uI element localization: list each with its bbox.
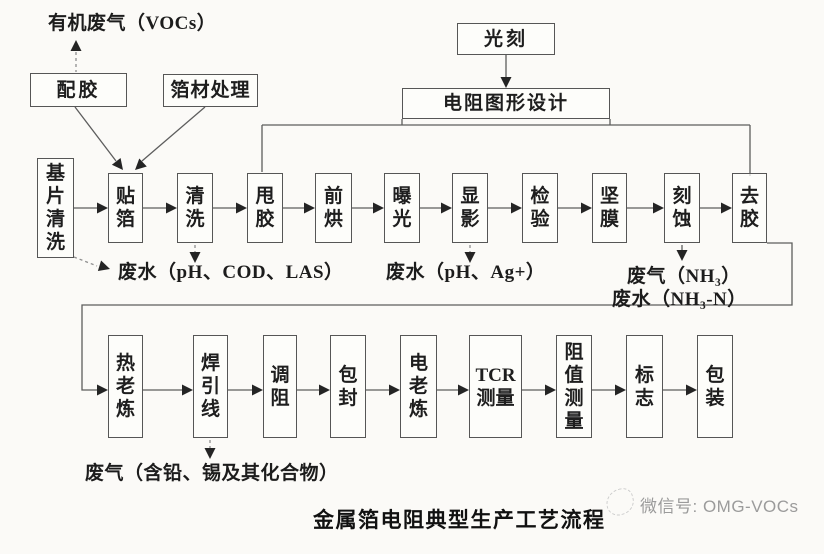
box-develop: 显影 xyxy=(452,173,488,243)
water-nh3n-label: 废水（NH₃-N） xyxy=(612,289,747,310)
watermark-text: 微信号: OMG-VOCs xyxy=(640,497,799,516)
box-glue-prep: 配胶 xyxy=(30,73,127,107)
box-attach-foil: 贴箔 xyxy=(108,173,143,243)
diagram-caption: 金属箔电阻典型生产工艺流程 xyxy=(313,508,606,532)
box-prebake: 前烘 xyxy=(315,173,352,243)
voc-emission-label: 有机废气（VOCs） xyxy=(48,13,217,34)
box-package: 包装 xyxy=(697,335,733,438)
box-strip-resist: 去胶 xyxy=(732,173,767,243)
box-mark: 标志 xyxy=(626,335,663,438)
weld-leads-emission-arrow xyxy=(204,440,216,459)
gas-lead-tin-label: 废气（含铅、锡及其化合物） xyxy=(85,463,339,484)
box-etch: 刻蚀 xyxy=(664,173,700,243)
voc-emission-arrow xyxy=(70,40,82,72)
box-electrical-burn-in: 电老炼 xyxy=(400,335,437,438)
box-resistance-measure: 阻值测量 xyxy=(556,335,592,438)
glue-prep-to-attach-foil-arrow xyxy=(74,106,123,170)
box-pattern-design: 电阻图形设计 xyxy=(402,88,610,119)
box-foil-treatment: 箔材处理 xyxy=(163,74,258,107)
lithography-to-design-arrow xyxy=(500,55,512,88)
box-expose: 曝光 xyxy=(384,173,420,243)
box-tcr-measure: TCR测量 xyxy=(469,335,522,438)
develop-wastewater-arrow xyxy=(464,245,476,263)
box-lithography: 光刻 xyxy=(457,23,555,55)
wastewater-develop-label: 废水（pH、Ag+） xyxy=(386,262,546,283)
row1-process-arrows xyxy=(73,202,732,214)
design-distribution-lines xyxy=(261,119,751,176)
box-substrate-clean: 基片清洗 xyxy=(37,158,74,258)
box-weld-leads: 焊引线 xyxy=(193,335,228,438)
clean-wastewater-arrow xyxy=(189,245,201,263)
wastewater-clean-label: 废水（pH、COD、LAS） xyxy=(118,262,344,283)
box-clean: 清洗 xyxy=(177,173,213,243)
substrate-clean-wastewater-arrow xyxy=(73,256,110,272)
box-hard-bake: 坚膜 xyxy=(592,173,627,243)
row2-process-arrows xyxy=(143,384,697,396)
etch-emission-arrow xyxy=(676,245,688,261)
foil-treatment-to-attach-foil-arrow xyxy=(135,106,206,170)
box-trim-resistance: 调阻 xyxy=(263,335,297,438)
strip-to-thermal-burn-in-wrap-arrow xyxy=(81,242,793,396)
box-inspect: 检验 xyxy=(522,173,558,243)
box-thermal-burn-in: 热老炼 xyxy=(108,335,143,438)
box-spin-coat: 甩胶 xyxy=(247,173,283,243)
gas-nh3-label: 废气（NH₃） xyxy=(627,266,741,287)
box-encapsulate: 包封 xyxy=(330,335,366,438)
